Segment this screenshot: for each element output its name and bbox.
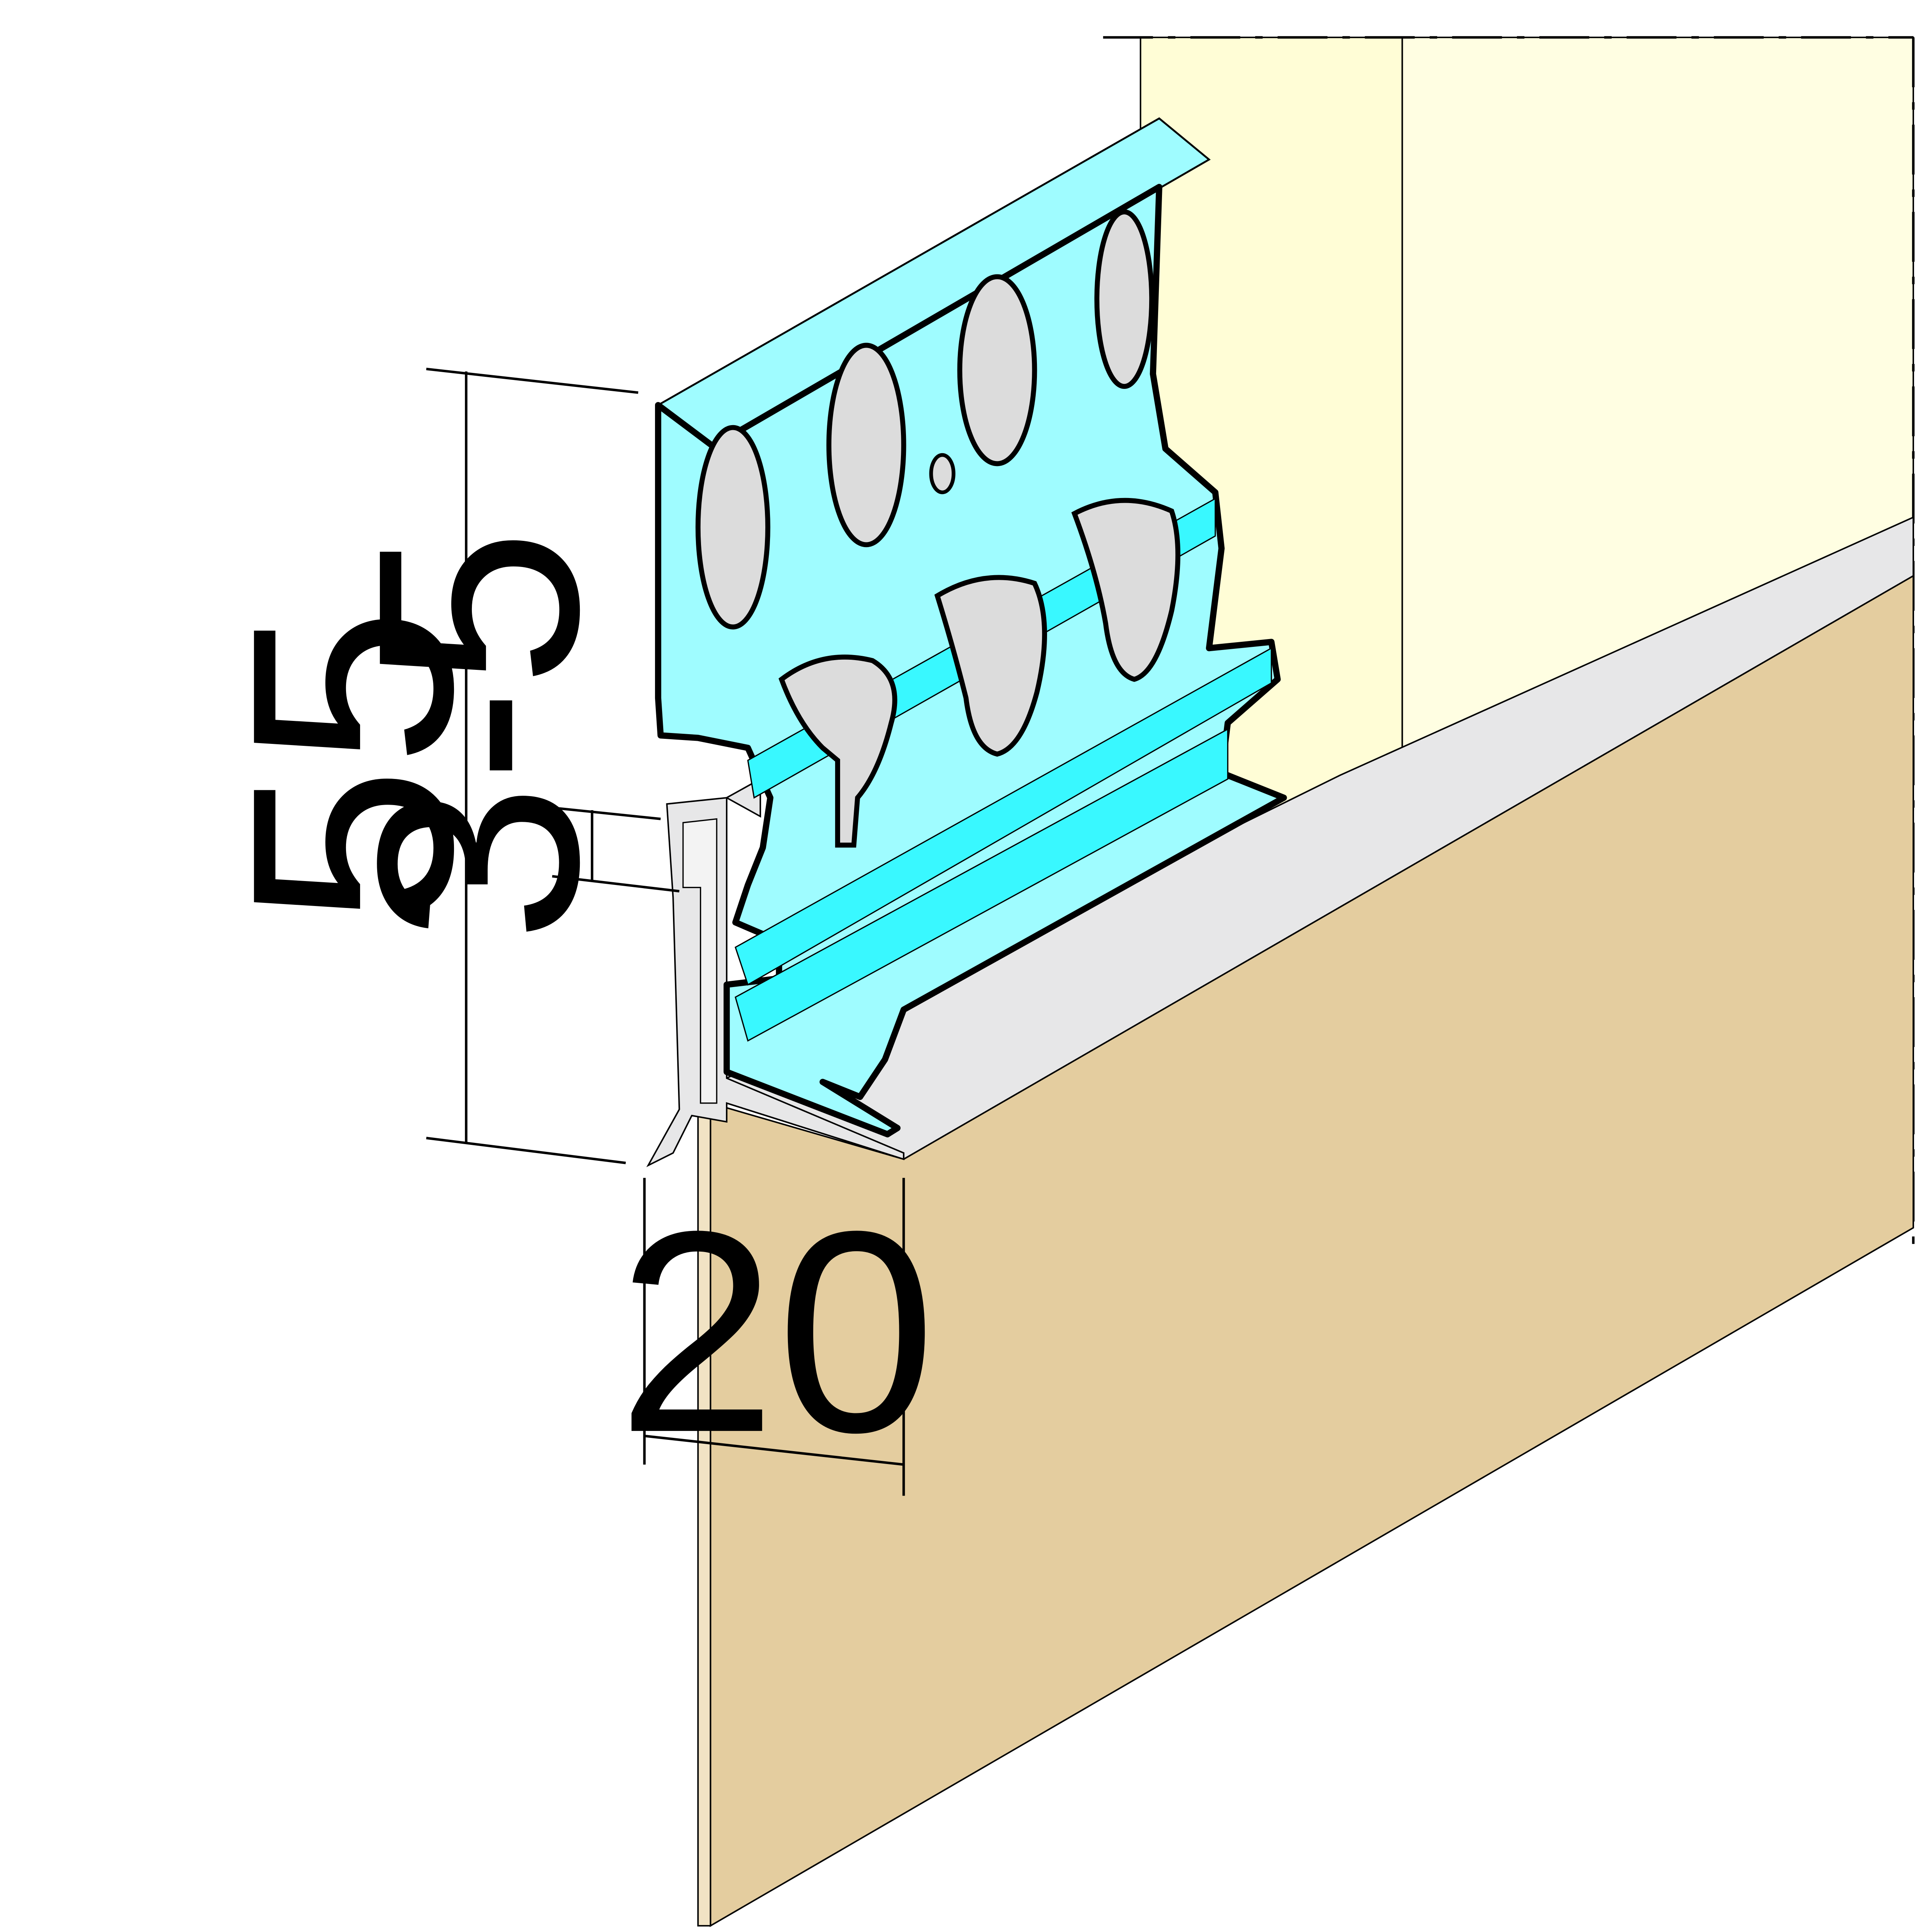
cyan-profile: [655, 117, 1287, 1137]
perforation-hole: [695, 425, 770, 630]
profile-channel: [735, 728, 1229, 1042]
dim-55-label: 55: [192, 607, 512, 926]
dim-20-line: [644, 1434, 904, 1466]
keyhole-hole: [778, 654, 897, 848]
keyhole-hole: [934, 575, 1047, 757]
dim-35-label: 3-5: [318, 528, 638, 943]
plaster-board-face: [710, 574, 1914, 1927]
perforation-hole: [826, 343, 906, 547]
perforation-small-hole: [929, 453, 955, 494]
perforation-hole: [1094, 209, 1155, 389]
drip-clip-inner: [682, 818, 717, 1104]
perforation-hole: [957, 274, 1037, 466]
dim-55-ext-top: [426, 367, 639, 394]
profile-groove-lower: [735, 647, 1272, 986]
drip-clip: [646, 777, 904, 1167]
dim-35-ext-bottom: [552, 875, 680, 893]
dimension-lines: [426, 367, 905, 1496]
dim-20-label: 20: [617, 1171, 936, 1492]
keyhole-hole: [1071, 498, 1181, 682]
dim-55-ext-bottom: [426, 1137, 626, 1164]
dim-35-ext-top: [552, 806, 661, 820]
